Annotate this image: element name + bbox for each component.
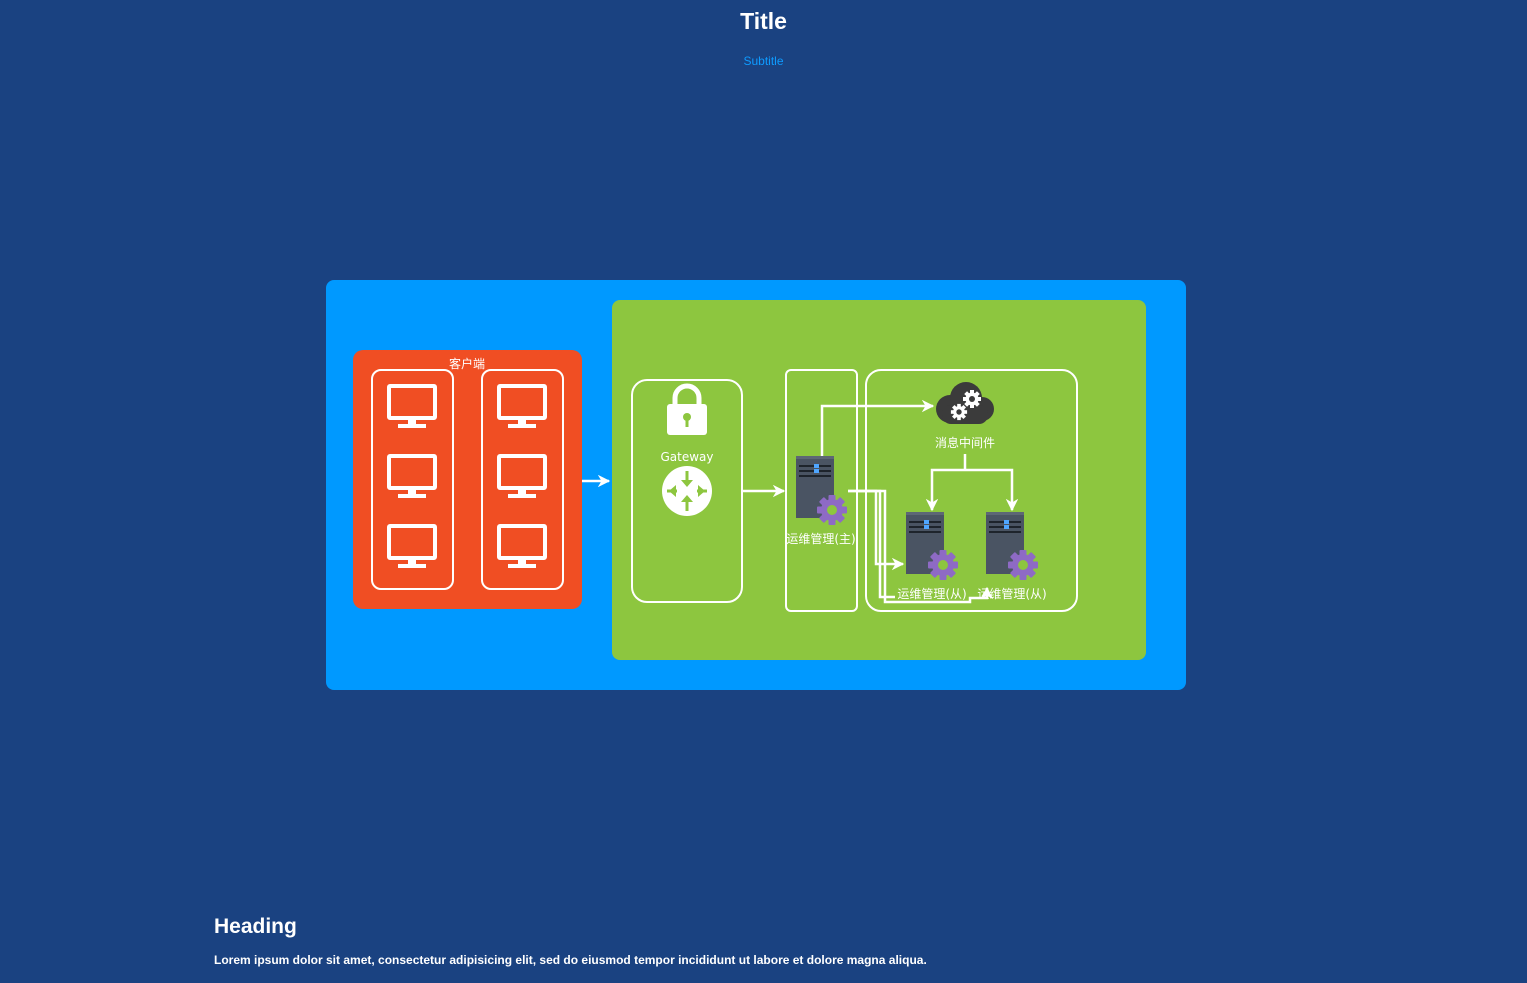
gear-icon <box>817 495 847 525</box>
page-subtitle: Subtitle <box>743 54 784 68</box>
gear-icon <box>963 390 981 408</box>
ops-slave-1-label: 运维管理(从) <box>897 586 966 601</box>
arrow-middleware-to-slave-1 <box>925 468 965 512</box>
client-column-right <box>481 369 564 590</box>
ops-master-label: 运维管理(主) <box>786 531 855 546</box>
ops-slave-node-2: 运维管理(从) <box>977 512 1047 601</box>
lock-icon <box>667 383 707 435</box>
ops-slave-node-1: 运维管理(从) <box>897 512 967 601</box>
gear-icon <box>950 403 968 421</box>
client-column-left <box>371 369 454 590</box>
section-body-text: Lorem ipsum dolor sit amet, consectetur … <box>214 953 927 967</box>
section-heading: Heading <box>214 915 297 938</box>
link-master-label-bracket <box>857 489 895 599</box>
message-middleware-node: 消息中间件 <box>935 382 995 450</box>
gear-icon <box>928 550 958 580</box>
link-master-to-slave-2 <box>848 489 994 604</box>
client-group: 客户端 <box>353 350 582 609</box>
page-title: Title <box>740 8 787 34</box>
router-icon <box>662 466 712 516</box>
connectors <box>820 399 1019 604</box>
ops-slave-2-label: 运维管理(从) <box>977 586 1046 601</box>
client-group-label: 客户端 <box>449 356 485 371</box>
message-middleware-label: 消息中间件 <box>935 435 995 450</box>
arrow-master-to-middleware <box>820 399 935 456</box>
gateway-label: Gateway <box>660 450 713 464</box>
gear-icon <box>1008 550 1038 580</box>
arrow-middleware-to-slave-2 <box>965 468 1019 512</box>
